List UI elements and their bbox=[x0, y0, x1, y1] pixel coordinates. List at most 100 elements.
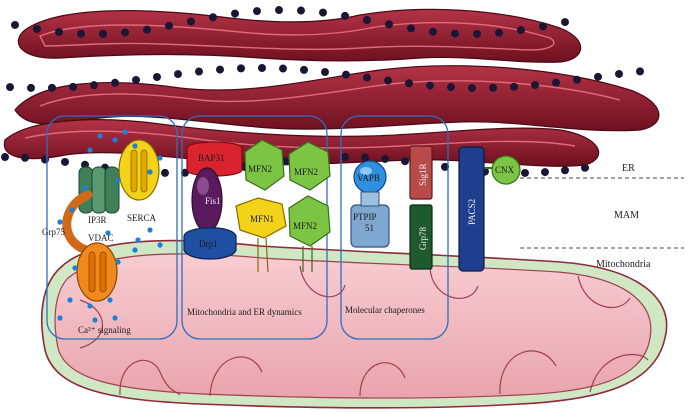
crista bbox=[359, 362, 406, 397]
ribosome bbox=[99, 29, 107, 38]
ribosome bbox=[561, 166, 569, 175]
calcium-ion bbox=[72, 265, 78, 271]
label-vapb: VAPB bbox=[357, 173, 380, 183]
crista bbox=[299, 265, 346, 298]
ribosome bbox=[521, 168, 529, 177]
ribosome bbox=[165, 21, 173, 30]
ribosome bbox=[636, 67, 644, 76]
mfn2-a-protein bbox=[244, 139, 285, 191]
ribosome bbox=[441, 162, 449, 171]
calcium-ion bbox=[97, 133, 103, 139]
ribosome bbox=[539, 22, 547, 31]
ribosome bbox=[451, 29, 459, 38]
er-sheet-top-lumen bbox=[39, 21, 555, 51]
ribosome bbox=[615, 69, 623, 78]
calcium-ion bbox=[82, 185, 88, 191]
calcium-ion bbox=[115, 177, 121, 183]
ribosome bbox=[231, 9, 239, 18]
ribosome bbox=[121, 28, 129, 37]
bap31-protein bbox=[186, 141, 243, 177]
ribosome bbox=[581, 163, 589, 172]
ribosome bbox=[405, 79, 413, 88]
crista bbox=[577, 275, 631, 308]
label-pacs2: PACS2 bbox=[467, 199, 477, 225]
ribosome bbox=[153, 72, 161, 81]
compartment-label-mitochondria: Mitochondria bbox=[596, 259, 651, 270]
calcium-ion bbox=[157, 155, 163, 161]
label-dynamics: Mitochondria and ER dynamics bbox=[187, 307, 302, 317]
ribosome bbox=[381, 154, 389, 163]
drp1-protein bbox=[183, 227, 237, 260]
label-vdac: VDAC bbox=[88, 233, 114, 243]
er-sheet-middle-lumen bbox=[39, 80, 621, 107]
calcium-ion bbox=[132, 143, 138, 149]
label-bap31: BAP31 bbox=[198, 153, 225, 163]
calcium-ion bbox=[135, 237, 141, 243]
ribosome bbox=[11, 20, 19, 29]
ribosome bbox=[297, 6, 305, 15]
compartment-label-mam: MAM bbox=[614, 210, 639, 221]
crista bbox=[589, 353, 649, 393]
label-fis1: Fis1 bbox=[205, 196, 221, 206]
calcium-signaling-box bbox=[46, 115, 178, 340]
ribosome bbox=[341, 11, 349, 20]
calcium-ion bbox=[112, 315, 118, 321]
ribosome bbox=[363, 73, 371, 82]
calcium-ion bbox=[132, 247, 138, 253]
calcium-ion bbox=[92, 317, 98, 323]
ribosome bbox=[531, 81, 539, 90]
grp78-protein bbox=[409, 204, 433, 270]
ribosome bbox=[447, 83, 455, 92]
ribosome bbox=[573, 75, 581, 84]
label-chaperones: Molecular chaperones bbox=[345, 305, 425, 315]
mitochondrion-inner-membrane bbox=[54, 253, 652, 399]
label-mfn2-a: MFN2 bbox=[248, 164, 272, 174]
ribosome bbox=[216, 65, 224, 74]
vapb-protein bbox=[353, 160, 387, 194]
ribosome bbox=[111, 78, 119, 87]
ribosome bbox=[90, 81, 98, 90]
endoplasmic-reticulum bbox=[3, 8, 660, 167]
calcium-ion bbox=[87, 147, 93, 153]
crista bbox=[499, 350, 557, 395]
mitochondrion bbox=[40, 239, 668, 409]
ribosome bbox=[594, 72, 602, 81]
calcium-ions bbox=[57, 129, 163, 323]
ribosome bbox=[48, 83, 56, 92]
label-grp78: Grp78 bbox=[418, 227, 428, 250]
ribosome bbox=[407, 24, 415, 33]
ribosome bbox=[541, 168, 549, 177]
ribosome bbox=[468, 83, 476, 92]
crista bbox=[119, 359, 181, 396]
vdac-channel bbox=[76, 242, 118, 302]
crista bbox=[429, 267, 479, 299]
ribosome bbox=[132, 75, 140, 84]
ribosome bbox=[21, 153, 29, 162]
ribosome bbox=[1, 153, 9, 162]
mfn1-protein bbox=[235, 197, 287, 273]
label-drp1: Drp1 bbox=[199, 239, 218, 249]
ribosome bbox=[495, 28, 503, 37]
ribosome bbox=[426, 81, 434, 90]
ribosome bbox=[321, 68, 329, 77]
calcium-ion bbox=[57, 315, 63, 321]
mfn2-b-protein bbox=[288, 141, 331, 191]
calcium-ion bbox=[112, 137, 118, 143]
ribosome bbox=[41, 155, 49, 164]
mfn2-c-protein bbox=[288, 195, 331, 272]
ribosome bbox=[27, 83, 35, 92]
label-ip3r: IP3R bbox=[88, 215, 107, 225]
compartment-label-er: ER bbox=[622, 163, 635, 174]
ribosome bbox=[510, 82, 518, 91]
ribosome bbox=[279, 64, 287, 73]
pacs2-protein bbox=[458, 146, 485, 272]
ribosome bbox=[33, 24, 41, 33]
ribosome bbox=[552, 78, 560, 87]
serca-pump bbox=[118, 139, 160, 201]
crista bbox=[209, 356, 263, 397]
ribosome bbox=[6, 83, 14, 92]
ribosome bbox=[473, 29, 481, 38]
